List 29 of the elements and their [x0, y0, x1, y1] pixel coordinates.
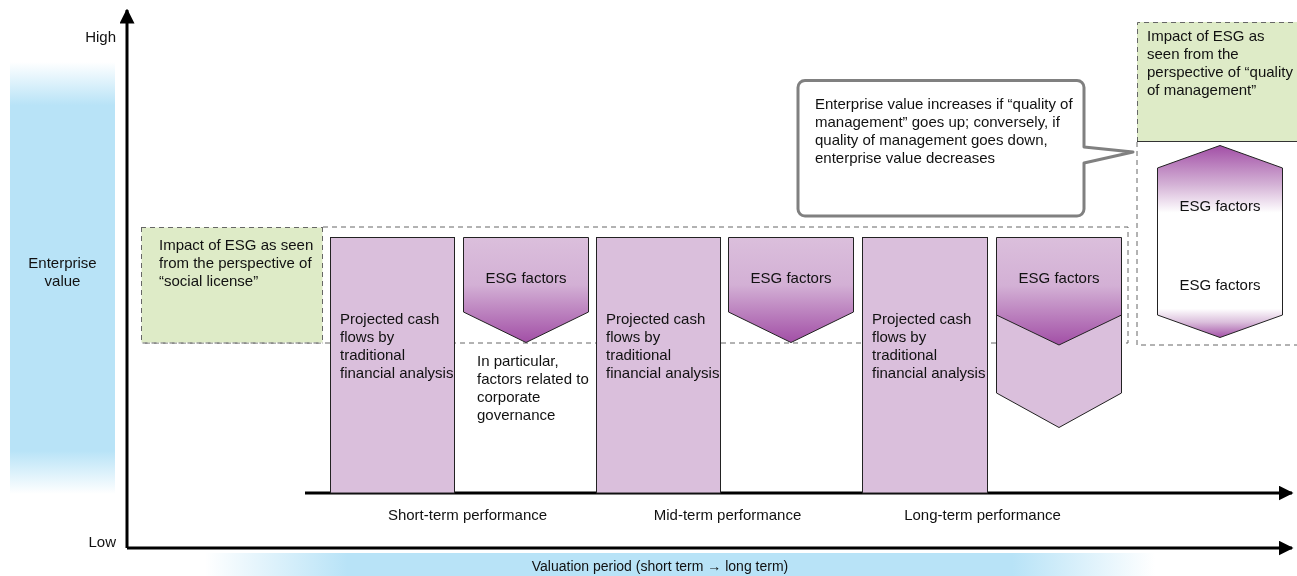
factor-label: ESG factors — [1178, 276, 1262, 294]
cash-flow-bar — [862, 237, 988, 493]
axis-tick-label: Low — [87, 533, 116, 551]
bar-label: Projected cash flows by traditional financial analysis — [606, 310, 721, 382]
bar-label: Projected cash flows by traditional financial analysis — [340, 310, 455, 382]
period-label: Mid-term performance — [652, 506, 803, 524]
impact-box — [141, 227, 323, 343]
period-label: Long-term performance — [903, 506, 1062, 524]
esg-pentagon — [996, 237, 1122, 428]
esg-pentagon — [463, 237, 589, 343]
impact-text: Impact of ESG as seen from the perspective of “social license” — [159, 236, 315, 290]
impact-box — [1137, 22, 1297, 142]
factor-label: ESG factors — [1017, 269, 1101, 287]
esg-pentagon — [728, 237, 854, 343]
cash-flow-bar — [596, 237, 721, 493]
factor-label: ESG factors — [1178, 197, 1262, 215]
note-text: In particular, factors related to corporate governance — [477, 352, 589, 424]
cash-flow-bar — [330, 237, 455, 493]
callout-text: Enterprise value increases if “quality of management” goes up; conversely, if quality of management goes down, enterprise value decreases — [815, 95, 1074, 167]
esg-hexagon — [1157, 145, 1283, 338]
speech-callout — [797, 79, 1135, 218]
axis-title: Valuation period (short term → long term) — [530, 558, 790, 574]
impact-text: Impact of ESG as seen from the perspective of “quality of management” — [1147, 27, 1294, 99]
bar-label: Projected cash flows by traditional financial analysis — [872, 310, 987, 382]
factor-label: ESG factors — [484, 269, 568, 287]
axis-tick-label: High — [84, 28, 116, 46]
factor-label: ESG factors — [749, 269, 833, 287]
axis-title: Enterprise value — [27, 254, 98, 290]
period-label: Short-term performance — [386, 506, 549, 524]
